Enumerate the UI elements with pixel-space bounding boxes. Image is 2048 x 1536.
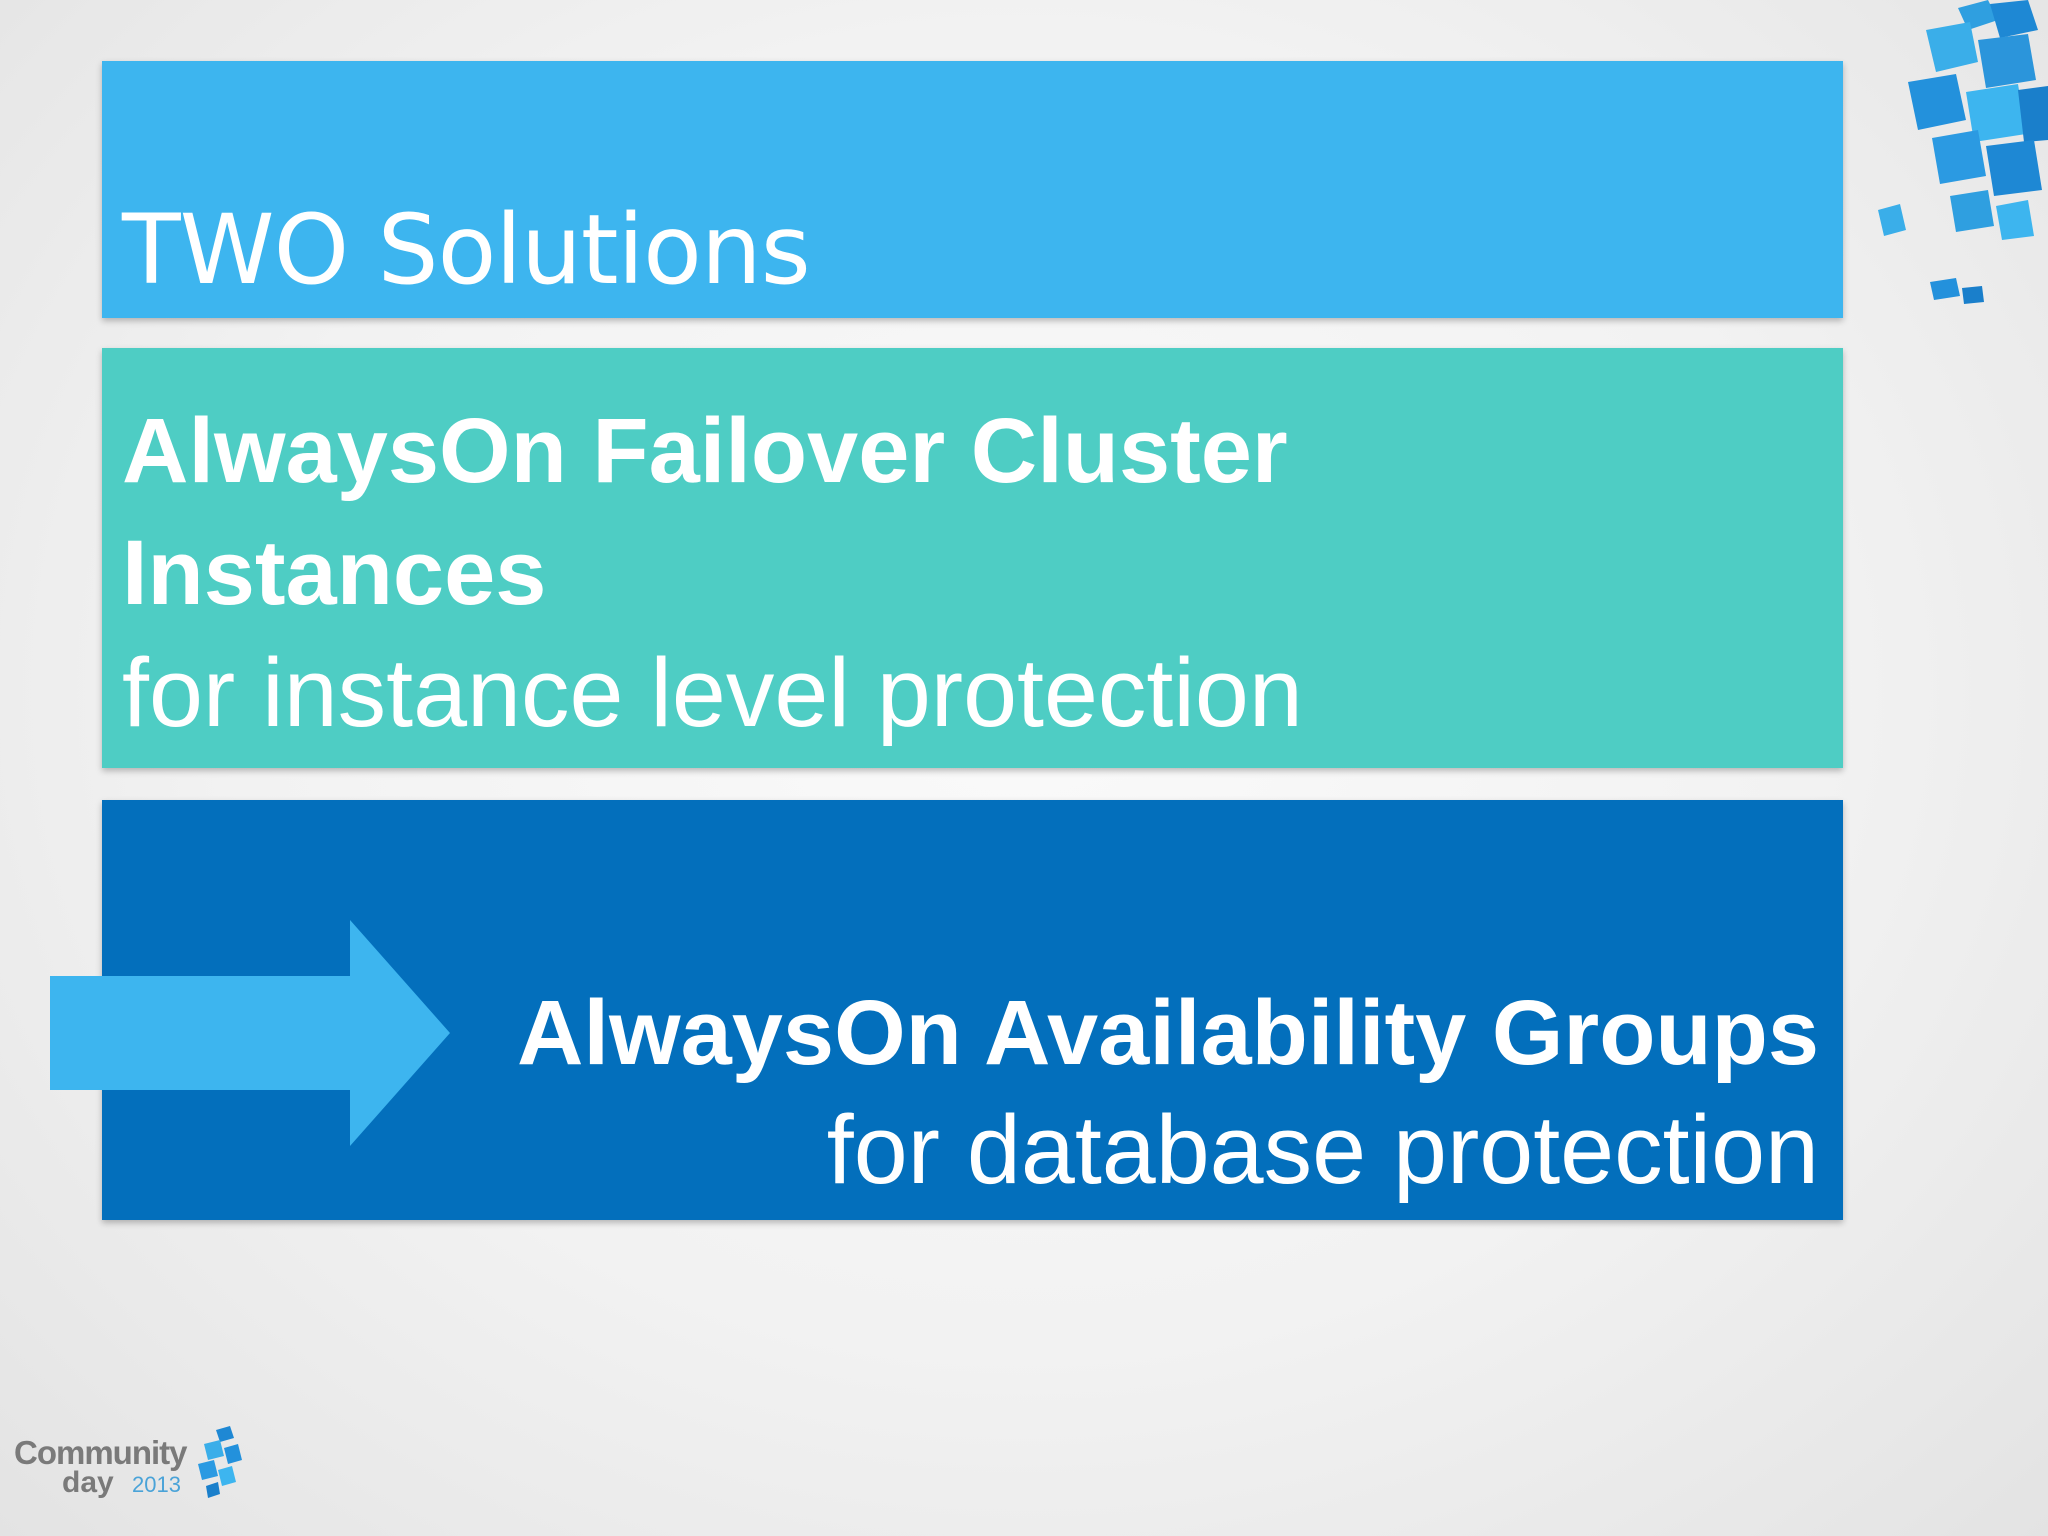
failover-cluster-panel: AlwaysOn Failover Cluster Instances for … xyxy=(102,348,1843,768)
fci-subtitle: for instance level protection xyxy=(122,638,1303,747)
ag-heading: AlwaysOn Availability Groups xyxy=(517,982,1819,1084)
community-day-logo: Community day 2013 xyxy=(14,1424,254,1514)
logo-cubes-icon xyxy=(198,1426,242,1498)
ag-subtitle: for database protection xyxy=(826,1095,1819,1204)
logo-word-community: Community xyxy=(14,1434,187,1471)
logo-year: 2013 xyxy=(132,1472,181,1497)
right-arrow-icon xyxy=(50,920,450,1146)
title-panel: TWO Solutions xyxy=(102,61,1843,318)
logo-word-day: day xyxy=(62,1466,114,1499)
fci-heading-line1: AlwaysOn Failover Cluster xyxy=(122,400,1288,502)
fci-heading-line2: Instances xyxy=(122,522,547,624)
slide-title: TWO Solutions xyxy=(122,194,811,306)
blue-cubes-icon xyxy=(1878,0,2048,304)
